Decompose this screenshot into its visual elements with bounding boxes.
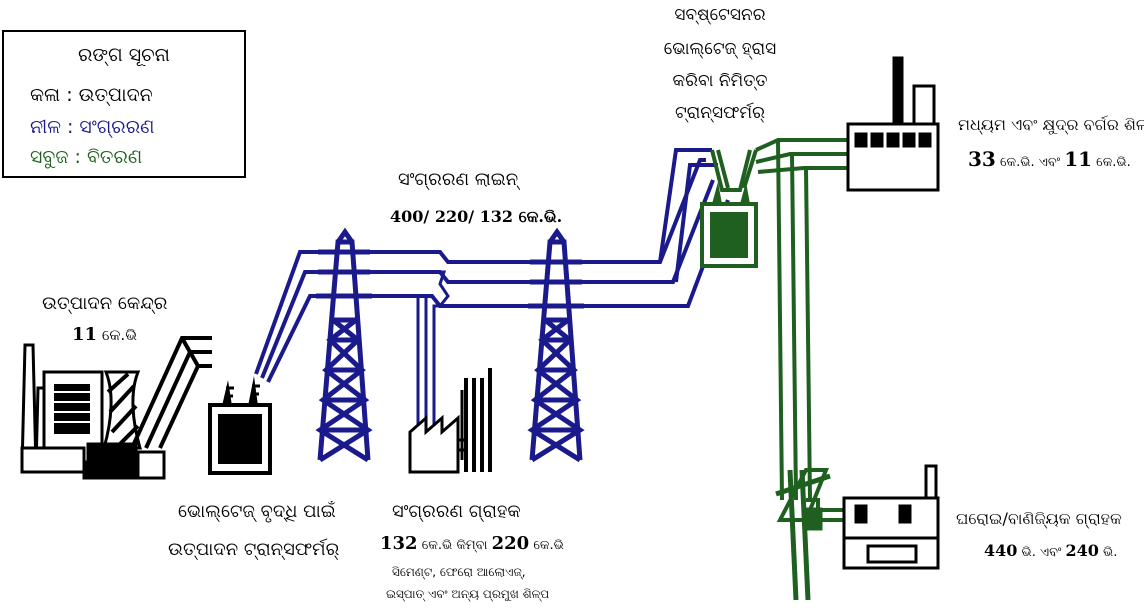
industry-voltage-label: 33 କେ.ଭି. ଏବଂ 11 କେ.ଭି. [968,147,1131,171]
transmission-tower-1-icon [315,227,373,463]
domestic-label: ଘରୋଇ/ବାଣିଜ୍ୟିକ ଗ୍ରାହକ [956,509,1122,528]
industry-label: ମଧ୍ୟମ ଏବଂ କ୍ଷୁଦ୍ର ବର୍ଗର ଶିଳ୍ପ [958,115,1144,134]
substation-label-line3: କରିବା ନିମିତ୍ତ [672,71,768,91]
transmission-tower-2-icon [527,227,585,463]
transmission-customer-factory-icon [408,368,492,474]
legend-item-distribution: ସବୁଜ : ବିତରଣ [30,146,143,168]
transmission-customer-desc-line1: ସିମେଣ୍ଟ, ଫେରୋ ଆଲୋଏଜ୍, [392,565,526,579]
distribution-pole-icon [775,469,831,601]
generation-station-icon [20,343,166,480]
substation-transformer-icon [700,149,758,268]
substation-label-line1: ସବ୍‌ଷ୍ଟେସନର [674,5,766,25]
color-legend: ରଙ୍ଗ ସୂଚନା କଳା : ଉତ୍ପାଦନ ନୀଳ : ସଂଗ୍ରରଣ ସ… [2,30,246,178]
generation-transformer-icon [208,376,272,475]
legend-item-generation: କଳା : ଉତ୍ପାଦନ [30,84,153,106]
transmission-voltage-label: 400/ 220/ 132 କେ.ଭି. [390,207,563,226]
transmission-customer-label: ସଂଗ୍ରରଣ ଗ୍ରାହକ [392,501,521,522]
generation-voltage-label: 11 କେ.ଭି [72,324,138,345]
domestic-voltage-label: 440 ଭି. ଏବଂ 240 ଭି. [984,541,1118,560]
transmission-customer-desc-line2: ଇସ୍ପାତ୍ ଏବଂ ଅନ୍ୟ ପ୍ରମୁଖ ଶିଳ୍ପ [386,587,550,601]
domestic-house-icon [842,464,940,570]
substation-label-line4: ଟ୍ରାନ୍ସଫର୍ମର୍ [674,103,765,123]
substation-feed-lines [658,148,718,283]
substation-label-line2: ଭୋଲ୍ଟେଜ୍ ହ୍ରାସ [663,39,777,59]
generation-gantry-icon [130,336,212,449]
step-up-transformer-label-line2: ଉତ୍ପାଦନ ଟ୍ରାନ୍ସଫର୍ମର୍ [168,539,340,560]
distribution-lines [755,138,850,522]
generation-station-label: ଉତ୍ପାଦନ କେନ୍ଦ୍ର [42,293,168,314]
legend-title: ରଙ୍ଗ ସୂଚନା [78,44,170,66]
transmission-customer-voltage: 132 କେ.ଭି କିମ୍ବା 220 କେ.ଭି [380,533,564,554]
transmission-customer-feed [416,270,450,440]
industry-building-icon [846,56,940,192]
step-up-transformer-label-line1: ଭୋଲ୍ଟେଜ୍ ବୃଦ୍ଧି ପାଇଁ [178,501,336,522]
legend-item-transmission: ନୀଳ : ସଂଗ୍ରରଣ [30,116,155,138]
transmission-line-label: ସଂଗ୍ରରଣ ଲାଇନ୍ [398,169,519,190]
